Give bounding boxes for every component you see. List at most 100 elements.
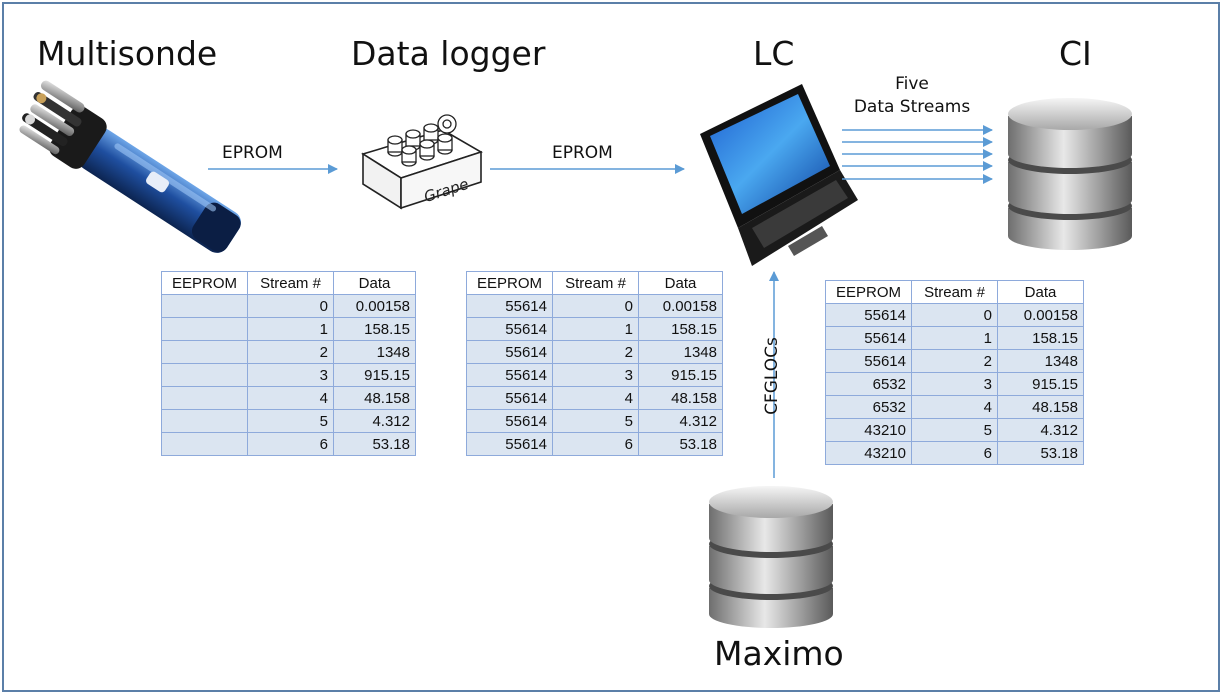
data-logger-icon: Grape [361,114,483,210]
label-cfglocs: CFGLOCs [762,337,782,415]
table-cell: 43210 [825,418,912,442]
table-cell: 48.158 [638,386,723,410]
table-cell: 915.15 [997,372,1084,396]
label-streams-line1: Five [895,74,929,94]
table-cell: 53.18 [997,441,1084,465]
table-cell: 53.18 [638,432,723,456]
table-cell: 55614 [466,432,553,456]
table-cell: 3 [247,363,334,387]
table-cell: 2 [552,340,639,364]
maximo-database-icon [709,486,833,628]
label-five-data-streams: Five Data Streams [838,73,986,119]
table-cell: 1348 [638,340,723,364]
table-cell: 0 [552,294,639,318]
laptop-icon [700,84,858,266]
table-cell: 4 [911,395,998,419]
table-cell: 158.15 [997,326,1084,350]
table-cell: 2 [911,349,998,373]
table-cell [161,363,248,387]
table-cell: 4 [247,386,334,410]
column-header: EEPROM [466,271,553,295]
column-header: EEPROM [825,280,912,304]
label-streams-line2: Data Streams [853,97,971,117]
table-cell: 55614 [825,326,912,350]
table-cell: 6532 [825,395,912,419]
title-multisonde: Multisonde [37,34,218,73]
table-cell: 4.312 [638,409,723,433]
table-cell: 55614 [466,386,553,410]
table-cell [161,340,248,364]
table-cell: 1 [911,326,998,350]
table-cell: 0 [247,294,334,318]
column-header: Stream # [552,271,639,295]
table-cell [161,317,248,341]
table-cell: 3 [552,363,639,387]
table-cell: 6 [552,432,639,456]
table-cell: 158.15 [638,317,723,341]
table-cell: 55614 [466,363,553,387]
column-header: Data [997,280,1084,304]
table-cell: 55614 [466,340,553,364]
table-cell: 55614 [825,349,912,373]
title-ci: CI [1059,34,1092,73]
table-cell: 5 [911,418,998,442]
table-cell: 5 [552,409,639,433]
table-cell: 43210 [825,441,912,465]
table-cell: 6 [247,432,334,456]
label-eprom-1: EPROM [222,143,283,163]
table-cell: 4.312 [997,418,1084,442]
table-cell: 1348 [333,340,416,364]
table-cell: 915.15 [333,363,416,387]
table-cell: 4 [552,386,639,410]
table-cell [161,294,248,318]
table-cell: 0.00158 [333,294,416,318]
table-cell: 158.15 [333,317,416,341]
table-cell: 2 [247,340,334,364]
flow-arrows [208,125,993,478]
table-cell [161,409,248,433]
table-cell: 6532 [825,372,912,396]
table-cell: 0 [911,303,998,327]
table-cell [161,432,248,456]
multisonde-icon [19,80,242,253]
label-eprom-2: EPROM [552,143,613,163]
column-header: Data [638,271,723,295]
table-cell: 55614 [466,294,553,318]
table-cell: 0.00158 [997,303,1084,327]
column-header: Stream # [247,271,334,295]
table-cell: 55614 [466,317,553,341]
table-cell: 1 [247,317,334,341]
table-cell: 1 [552,317,639,341]
title-lc: LC [753,34,795,73]
table-cell: 6 [911,441,998,465]
table-cell: 55614 [466,409,553,433]
table-cell: 5 [247,409,334,433]
table-cell: 3 [911,372,998,396]
table-cell: 53.18 [333,432,416,456]
column-header: Data [333,271,416,295]
column-header: Stream # [911,280,998,304]
